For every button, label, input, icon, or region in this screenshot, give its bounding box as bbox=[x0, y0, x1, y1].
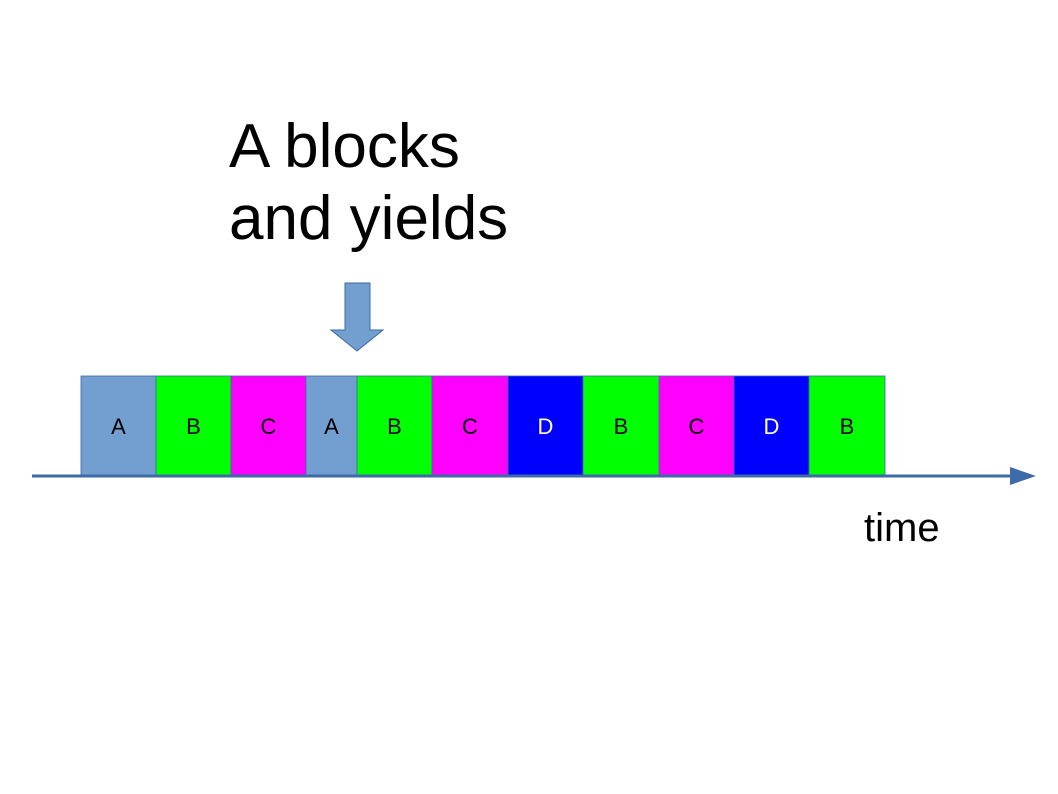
annotation-line-2: and yields bbox=[229, 184, 509, 253]
slice-box bbox=[356, 375, 433, 477]
time-axis-label: time bbox=[864, 506, 940, 550]
slice-label: D bbox=[764, 414, 780, 439]
slice-b: B bbox=[808, 375, 886, 477]
slice-label: B bbox=[186, 414, 201, 439]
slice-a: A bbox=[80, 375, 157, 477]
slice-c: C bbox=[431, 375, 509, 477]
slice-c: C bbox=[658, 375, 735, 477]
time-axis-arrowhead bbox=[1010, 467, 1036, 485]
slice-label: C bbox=[462, 414, 478, 439]
slice-label: A bbox=[111, 414, 126, 439]
slice-b: B bbox=[356, 375, 433, 477]
annotation-line-1: A blocks bbox=[229, 112, 460, 181]
slice-a: A bbox=[305, 375, 358, 477]
slice-box bbox=[230, 375, 307, 477]
slice-label: A bbox=[324, 414, 339, 439]
slice-b: B bbox=[155, 375, 232, 477]
slice-b: B bbox=[582, 375, 660, 477]
slice-box bbox=[431, 375, 509, 477]
slice-box bbox=[582, 375, 660, 477]
slice-label: C bbox=[261, 414, 277, 439]
slice-c: C bbox=[230, 375, 307, 477]
slice-label: C bbox=[689, 414, 705, 439]
slice-label: B bbox=[387, 414, 402, 439]
slice-box bbox=[733, 375, 810, 477]
slice-label: B bbox=[840, 414, 855, 439]
slice-box bbox=[305, 375, 358, 477]
slice-label: D bbox=[538, 414, 554, 439]
slice-d: D bbox=[507, 375, 584, 477]
slice-box bbox=[808, 375, 886, 477]
slice-box bbox=[507, 375, 584, 477]
slice-d: D bbox=[733, 375, 810, 477]
slice-label: B bbox=[614, 414, 629, 439]
yield-arrow-icon bbox=[329, 282, 385, 352]
